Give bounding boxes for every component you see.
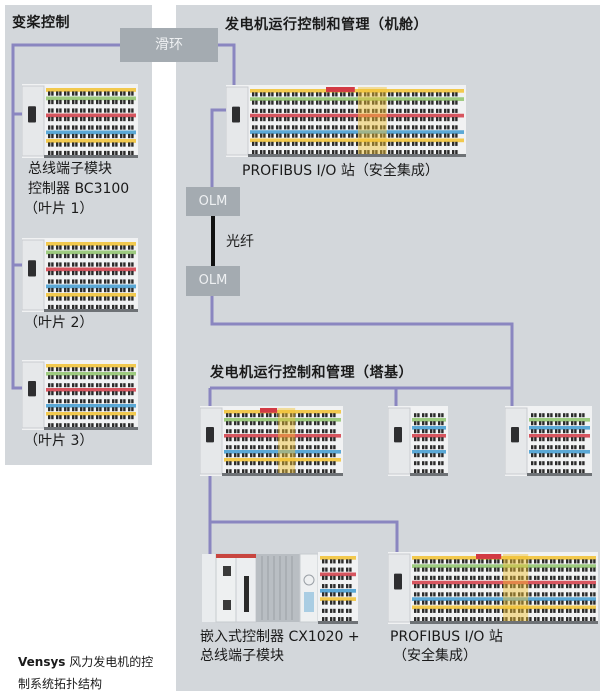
figure-caption: Vensys 风力发电机的控 制系统拓扑结构 — [18, 651, 153, 695]
bus-terminal-module-2 — [21, 238, 138, 312]
terminal-block-graphic — [21, 360, 138, 430]
module1-label-line2: 控制器 BC3100 — [28, 181, 130, 197]
terminal-block-graphic — [318, 552, 358, 624]
profibus-connector-icon — [511, 427, 519, 443]
nacelle-title: 发电机运行控制和管理（机舱） — [225, 17, 428, 33]
slip-ring-box: 滑环 — [120, 28, 218, 62]
profibus-connector-icon — [28, 106, 36, 123]
tower-right-module — [504, 406, 592, 476]
tower-small-module — [387, 406, 448, 476]
pitch-control-title: 变桨控制 — [12, 15, 70, 31]
module3-label: （叶片 3） — [24, 433, 94, 449]
module1-label-line3: （叶片 1） — [24, 201, 94, 217]
module1-label-line1: 总线端子模块 — [28, 161, 112, 177]
tower-profibus-station — [387, 552, 598, 624]
embedded-controller-label-line1: 嵌入式控制器 CX1020 + — [200, 629, 360, 645]
profibus-connector-icon — [28, 381, 36, 397]
terminal-block-graphic — [387, 552, 598, 624]
profibus-connector-icon — [394, 427, 402, 443]
terminal-block-graphic — [504, 406, 592, 476]
profibus-connector-icon — [28, 260, 36, 277]
terminal-block-graphic — [225, 85, 466, 157]
caption-line2: 制系统拓扑结构 — [18, 677, 103, 691]
embedded-controller-label-line2: 总线端子模块 — [200, 648, 284, 664]
embedded-controller-cx1020 — [202, 552, 358, 624]
olm-bottom-box: OLM — [186, 266, 240, 296]
caption-line1: Vensys 风力发电机的控 — [18, 651, 153, 673]
caption-brand: Vensys — [18, 655, 66, 669]
profibus-connector-icon — [394, 573, 402, 590]
terminal-block-graphic — [21, 238, 138, 312]
caption-line1-text: 风力发电机的控 — [65, 655, 154, 669]
bus-terminal-module-3 — [21, 360, 138, 430]
tower-station-label-line1: PROFIBUS I/O 站 — [390, 629, 503, 645]
profibus-connector-icon — [206, 427, 214, 443]
tower-bus-terminal-module — [199, 406, 343, 476]
terminal-block-graphic — [387, 406, 448, 476]
cx1020-graphic — [202, 553, 319, 623]
bus-terminal-module-1 — [21, 84, 138, 158]
profibus-connector-icon — [232, 106, 240, 123]
terminal-block-graphic — [199, 406, 343, 476]
tower-title: 发电机运行控制和管理（塔基） — [210, 365, 413, 381]
nacelle-profibus-station — [225, 85, 466, 157]
terminal-block-graphic — [21, 84, 138, 158]
nacelle-station-label: PROFIBUS I/O 站（安全集成） — [242, 163, 439, 179]
tower-station-label-line2: （安全集成） — [393, 648, 477, 664]
module2-label: （叶片 2） — [24, 315, 94, 331]
fiber-label: 光纤 — [226, 234, 254, 250]
olm-top-box: OLM — [186, 187, 240, 216]
